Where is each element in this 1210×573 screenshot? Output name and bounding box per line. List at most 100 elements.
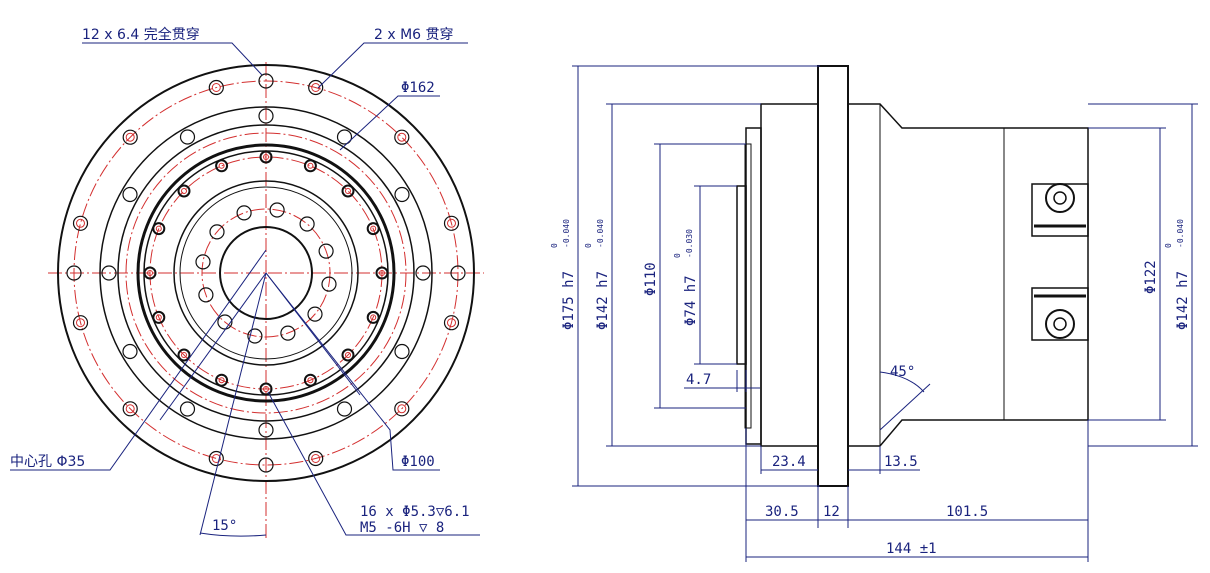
tapped-hole-thread (181, 188, 187, 194)
hub-hole (299, 216, 315, 232)
leader-tapped-holes (317, 42, 468, 89)
tapped-hole-thread (379, 270, 385, 276)
motor-adapter (847, 103, 1089, 447)
mid-ring-hole (394, 343, 410, 360)
outer-through-hole (208, 79, 224, 96)
hub-hole (321, 276, 337, 292)
pilot-74 (736, 185, 747, 365)
hub-hole (307, 306, 323, 322)
tapped-hole-thread (263, 386, 269, 392)
angle-arc-45 (879, 371, 925, 393)
dim-101-5: 101.5 (946, 504, 988, 520)
hub-pcd-circle (201, 208, 331, 338)
outer-through-hole-thread (125, 404, 135, 414)
dim-142-right: Φ142 h7 (1175, 271, 1191, 330)
hub-hole (195, 254, 211, 270)
outer-through-hole (394, 401, 410, 417)
connector-top (1031, 183, 1089, 237)
mid-ring-hole (394, 186, 410, 203)
flange-175 (817, 65, 849, 487)
outer-through-hole (72, 315, 89, 331)
outer-through-hole-thread (125, 132, 135, 142)
tapped-hole-thread (307, 377, 314, 384)
mid-ring-hole (415, 265, 431, 281)
label-thread-spec-1: 16 x Φ5.3▽6.1 (360, 504, 470, 520)
tapped-hole-thread (263, 154, 269, 160)
mid-ring-hole (336, 401, 353, 417)
dim-142-right-tol-upper: 0 (1164, 243, 1173, 248)
outer-through-hole-thread (211, 454, 221, 463)
outer-through-hole-thread (397, 132, 407, 142)
outer-flange-circle (57, 64, 475, 482)
dim-110: Φ110 (643, 262, 659, 296)
label-angle-15: 15° (212, 518, 237, 534)
outer-through-hole-thread (311, 454, 321, 463)
tapped-hole-thread (218, 162, 225, 169)
leader-through-holes (82, 42, 263, 76)
connector-bottom (1031, 287, 1089, 341)
outer-through-hole (308, 79, 324, 96)
dim-142-left-tol-upper: 0 (584, 243, 593, 248)
mid-ring-hole (122, 343, 138, 360)
outer-through-hole (66, 265, 82, 281)
mid-ring-hole (101, 265, 117, 281)
tapped-hole-thread (345, 352, 351, 358)
dim-175-tol-lower: -0.040 (562, 219, 571, 248)
pcd-100-circle (149, 156, 383, 390)
mid-ring-hole (258, 108, 274, 124)
hub-outer (173, 180, 359, 366)
outer-through-hole-thread (76, 218, 85, 228)
tapped-hole-thread (155, 225, 162, 232)
hub-hole (198, 287, 214, 303)
dim-122: Φ122 (1143, 260, 1159, 294)
step-flange-1 (745, 127, 762, 445)
dim-4-7: 4.7 (686, 372, 711, 388)
tapped-hole (177, 184, 191, 198)
label-pcd-162: Φ162 (401, 80, 435, 96)
tapped-hole (152, 310, 166, 324)
dim-74-tol-lower: -0.030 (685, 229, 694, 258)
tapped-hole-thread (181, 352, 187, 358)
outer-through-hole (72, 215, 89, 231)
dim-74-tol-upper: 0 (673, 253, 682, 258)
tapped-hole (366, 310, 380, 324)
outer-through-hole (122, 401, 138, 417)
tapped-hole-thread (370, 225, 377, 232)
label-thread-spec-2: M5 -6H ▽ 8 (360, 520, 444, 536)
tapped-hole (375, 266, 389, 280)
body-circle (99, 106, 433, 440)
outer-through-hole-thread (211, 83, 221, 92)
dim-175-tol-upper: 0 (550, 243, 559, 248)
leader-pcd (339, 95, 440, 151)
dim-45: 45° (890, 364, 915, 380)
tapped-hole (215, 159, 229, 173)
tapped-hole (259, 150, 273, 164)
angle-arc-15 (199, 532, 267, 537)
radial-line-b (159, 272, 267, 421)
tapped-hole (366, 222, 380, 236)
side-view: Φ175 h7 0 -0.040 Φ142 h7 0 -0.040 Φ110 Φ… (550, 65, 1198, 562)
mid-ring-hole (179, 401, 196, 417)
outer-through-hole (308, 450, 324, 467)
body-circle-inner (117, 124, 415, 422)
pcd-162-circle (73, 80, 459, 466)
outer-through-hole (208, 450, 224, 467)
tapped-hole (177, 348, 191, 362)
angle-ray (199, 272, 267, 536)
dim-23-4: 23.4 (772, 454, 806, 470)
outer-through-hole (122, 129, 138, 145)
dim-144: 144 ±1 (886, 541, 937, 557)
tapped-hole (143, 266, 157, 280)
outer-through-hole-thread (447, 218, 456, 228)
outer-through-hole (258, 457, 274, 473)
outer-through-hole-thread (447, 318, 456, 328)
outer-through-hole (443, 215, 460, 231)
hub-hole (269, 202, 285, 218)
dim-30-5: 30.5 (765, 504, 799, 520)
mid-ring-hole (179, 129, 196, 145)
tapped-hole (341, 348, 355, 362)
outer-through-hole-thread (311, 83, 321, 92)
mid-ring-hole (258, 422, 274, 438)
tapped-hole-thread (147, 270, 153, 276)
